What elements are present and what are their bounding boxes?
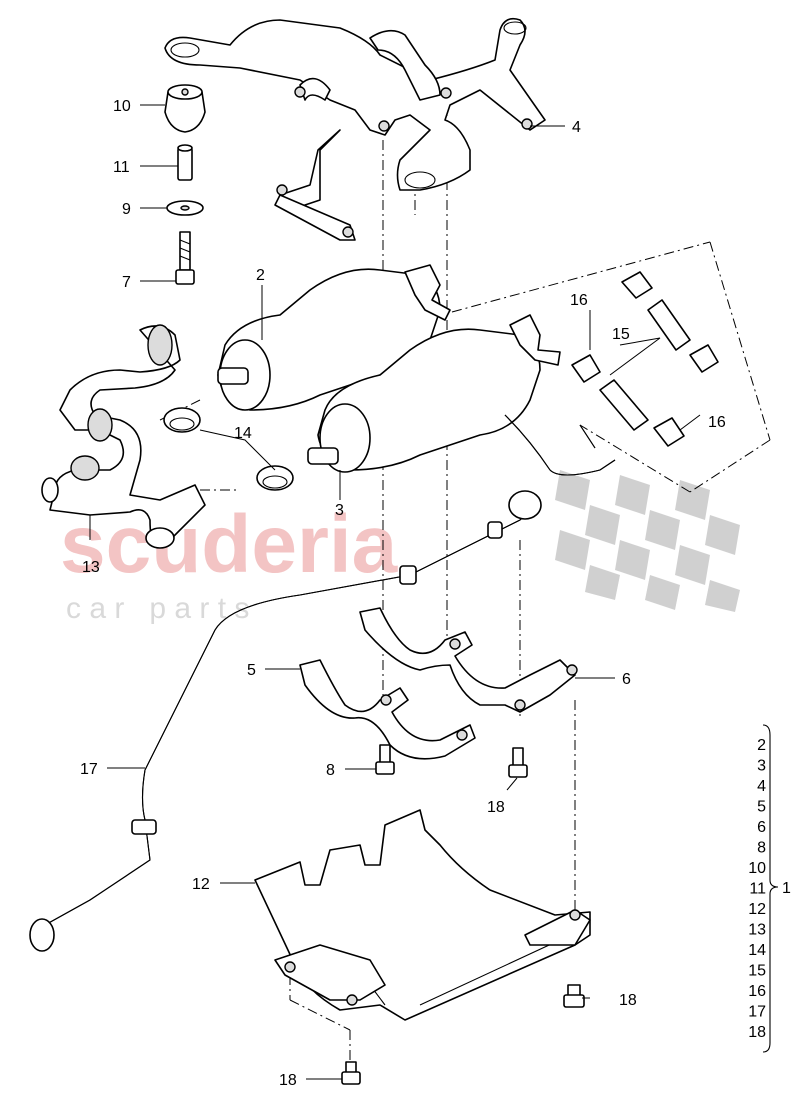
callout-3: 3 [335, 502, 344, 519]
connection-hose [41, 324, 206, 549]
callout-5: 5 [247, 662, 256, 679]
assembly-total-label: 1 [782, 880, 791, 897]
washer [166, 200, 204, 216]
callout-labels: 10 11 9 7 2 3 4 5 6 8 18 12 13 14 15 16 … [80, 98, 726, 1089]
heat-shield [254, 809, 591, 1085]
rubber-mount [164, 84, 206, 133]
callout-10: 10 [113, 98, 131, 115]
callout-12: 12 [192, 876, 210, 893]
callout-leaders [89, 104, 701, 1080]
fuel-line [29, 414, 616, 952]
callout-11: 11 [113, 159, 130, 176]
assembly-item: 18 [748, 1024, 766, 1041]
fuel-pump-upper [217, 264, 451, 411]
assembly-item: 3 [757, 758, 766, 775]
assembly-item: 10 [748, 860, 766, 877]
small-hoses [599, 299, 691, 431]
bolts-8-18 [375, 744, 528, 778]
assembly-item: 16 [748, 983, 766, 1000]
clips [571, 271, 719, 447]
assembly-item: 14 [748, 942, 766, 959]
callout-9: 9 [122, 201, 131, 218]
callout-15: 15 [612, 326, 630, 343]
callout-16-lower: 16 [708, 414, 726, 431]
spacer-sleeve [177, 144, 193, 181]
callout-2: 2 [256, 267, 265, 284]
callout-18-bottom: 18 [279, 1072, 297, 1089]
assembly-item: 17 [748, 1004, 766, 1021]
bracket-upper [164, 17, 546, 241]
fuel-pump-lower [307, 314, 561, 473]
assembly-item: 8 [757, 840, 766, 857]
checker-flag-icon [555, 470, 740, 612]
callout-18-right: 18 [619, 992, 637, 1009]
bracket-lower-right [359, 607, 578, 713]
assembly-list: 1 2 3 4 5 6 8 10 11 12 13 14 15 16 17 18 [748, 724, 791, 1053]
bracket-lower-left [299, 659, 476, 760]
bolt [175, 231, 195, 285]
callout-14: 14 [234, 425, 252, 442]
callout-13: 13 [82, 559, 100, 576]
assembly-item: 4 [757, 778, 766, 795]
callout-17: 17 [80, 761, 98, 778]
assembly-item: 12 [748, 901, 766, 918]
assembly-item: 11 [749, 881, 766, 898]
callout-7: 7 [122, 274, 131, 291]
assembly-item: 13 [748, 922, 766, 939]
watermark: scuderia c a r p a r t s [60, 470, 740, 625]
assembly-item: 15 [748, 963, 766, 980]
callout-6: 6 [622, 671, 631, 688]
callout-4: 4 [572, 119, 581, 136]
callout-8: 8 [326, 762, 335, 779]
callout-18-middle: 18 [487, 799, 505, 816]
assembly-item: 6 [757, 819, 766, 836]
callout-16-upper: 16 [570, 292, 588, 309]
hose-clamps [163, 407, 294, 491]
assembly-items: 2 3 4 5 6 8 10 11 12 13 14 15 16 17 18 [748, 737, 766, 1041]
assembly-item: 5 [757, 799, 766, 816]
watermark-brand: scuderia [60, 499, 399, 590]
assembly-item: 2 [757, 737, 766, 754]
watermark-sub: c a r p a r t s [66, 592, 249, 625]
